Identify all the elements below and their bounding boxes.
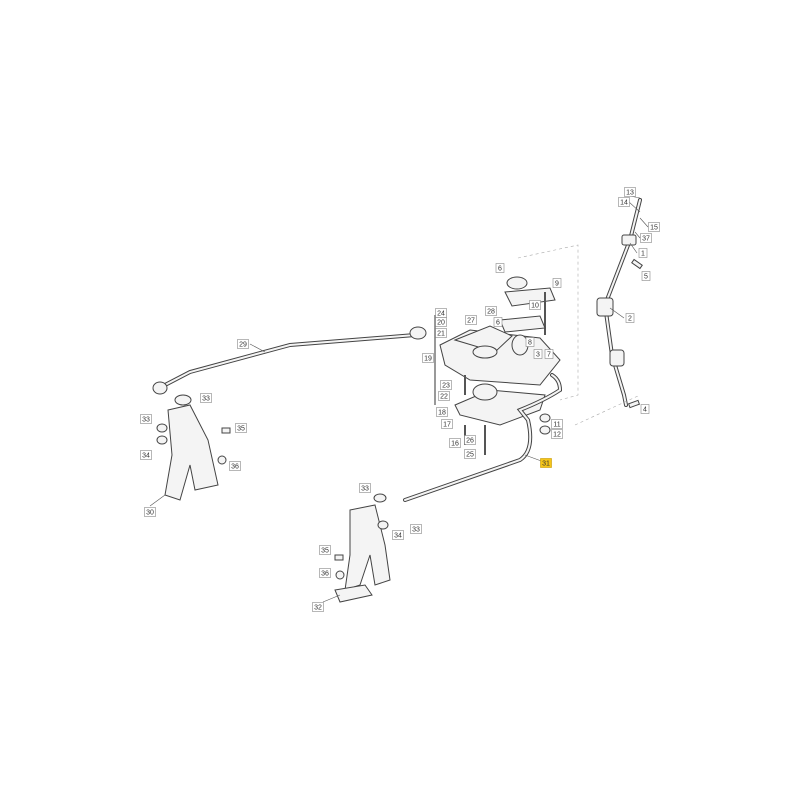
callout-box <box>438 391 450 401</box>
callout-box <box>625 313 635 323</box>
callout-box <box>485 306 497 316</box>
callout-label-33: 33 <box>412 526 420 533</box>
callout-box <box>529 300 541 310</box>
callout-box <box>551 429 563 439</box>
callout-label-11: 11 <box>553 421 560 428</box>
steering-column <box>574 198 643 426</box>
callout-box <box>229 461 241 471</box>
callout-box <box>200 393 212 403</box>
callout-label-37: 37 <box>642 235 650 242</box>
callout-label-13: 13 <box>626 189 634 196</box>
callout-label-17: 17 <box>443 421 451 428</box>
callout-label-10: 10 <box>531 302 539 309</box>
callout-box <box>552 278 562 288</box>
callout-box <box>312 602 324 612</box>
callout-label-25: 25 <box>466 451 474 458</box>
callout-box <box>440 380 452 390</box>
callout-box <box>441 419 453 429</box>
callout-label-9: 9 <box>555 280 559 287</box>
callout-label-6: 6 <box>496 319 500 326</box>
callout-label-1: 1 <box>641 250 645 257</box>
callout-label-27: 27 <box>467 317 475 324</box>
callout-box <box>648 222 660 232</box>
callout-label-19: 19 <box>424 355 432 362</box>
callout-box <box>410 524 422 534</box>
callout-label-28: 28 <box>487 308 495 315</box>
callout-label-24: 24 <box>437 310 445 317</box>
callout-label-26: 26 <box>466 437 474 444</box>
callout-box <box>435 317 447 327</box>
callout-box <box>392 530 404 540</box>
callout-box <box>551 419 563 429</box>
callout-label-21: 21 <box>437 330 445 337</box>
leader-lines <box>149 195 649 603</box>
callout-label-5: 5 <box>644 273 648 280</box>
callout-label-35: 35 <box>321 547 329 554</box>
callout-box <box>464 435 476 445</box>
callout-label-35: 35 <box>237 425 245 432</box>
callout-box <box>235 423 247 433</box>
callout-box <box>144 507 156 517</box>
callout-label-33: 33 <box>361 485 369 492</box>
callout-box <box>465 315 477 325</box>
callout-label-33: 33 <box>202 395 210 402</box>
callout-box <box>638 248 648 258</box>
callout-label-34: 34 <box>394 532 402 539</box>
callout-box <box>319 545 331 555</box>
callout-label-34: 34 <box>142 452 150 459</box>
callout-box <box>525 337 535 347</box>
callout-box <box>436 407 448 417</box>
callout-label-30: 30 <box>146 509 154 516</box>
callout-label-36: 36 <box>231 463 239 470</box>
callout-box <box>464 449 476 459</box>
callout-box <box>640 404 650 414</box>
callout-box <box>449 438 461 448</box>
callout-label-4: 4 <box>643 406 647 413</box>
callout-box <box>359 483 371 493</box>
callout-label-15: 15 <box>650 224 658 231</box>
callout-label-22: 22 <box>440 393 448 400</box>
callout-box <box>533 349 543 359</box>
callout-label-14: 14 <box>620 199 628 206</box>
callout-box <box>540 458 552 468</box>
spindle-30 <box>156 394 231 501</box>
callout-label-18: 18 <box>438 409 446 416</box>
tie-rod-29 <box>152 326 427 395</box>
callout-label-2: 2 <box>628 315 632 322</box>
callout-box <box>319 568 331 578</box>
callout-label-32: 32 <box>314 604 322 611</box>
callout-label-6: 6 <box>498 265 502 272</box>
callout-label-12: 12 <box>553 431 561 438</box>
callout-label-3: 3 <box>536 351 540 358</box>
callout-box <box>495 263 505 273</box>
callout-label-36: 36 <box>321 570 329 577</box>
callout-label-8: 8 <box>528 339 532 346</box>
callout-box <box>422 353 434 363</box>
spindle-32 <box>334 493 391 603</box>
callout-label-20: 20 <box>437 319 445 326</box>
callout-box <box>640 233 652 243</box>
callout-box <box>493 317 503 327</box>
callout-box <box>641 271 651 281</box>
callout-box <box>435 328 447 338</box>
callout-label-31: 31 <box>542 460 550 467</box>
callout-box <box>624 187 636 197</box>
callout-box <box>618 197 630 207</box>
callout-label-7: 7 <box>547 351 551 358</box>
callout-label-29: 29 <box>239 341 247 348</box>
callout-box <box>140 414 152 424</box>
callout-label-16: 16 <box>451 440 459 447</box>
callout-box <box>237 339 249 349</box>
callout-label-23: 23 <box>442 382 450 389</box>
callout-box <box>140 450 152 460</box>
drag-link-31 <box>403 373 563 502</box>
callout-label-33: 33 <box>142 416 150 423</box>
callout-box <box>544 349 554 359</box>
